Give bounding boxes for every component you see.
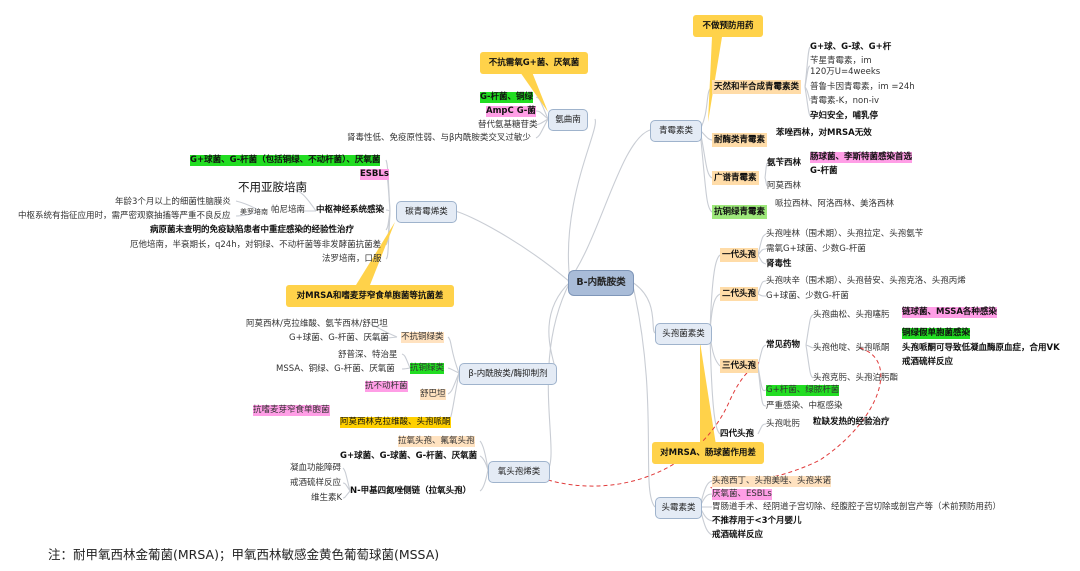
enterococcus-first: 肠球菌、李斯特菌感染首选 (810, 152, 913, 163)
penicillin-pseudo: 抗铜绿青霉素 (712, 205, 768, 219)
aztreonam-item-3: 替代氨基糖苷类 (478, 120, 538, 130)
carbapenem-cns: 中枢神经系统感染 (316, 205, 385, 215)
ceph-gen2-drugs: 头孢呋辛（围术期）、头孢替安、头孢克洛、头孢丙烯 (766, 276, 966, 286)
ceph-gen3-note-3: 头孢哌酮可导致低凝血酶原血症，合用VK (902, 343, 1060, 353)
carbapenem-no-imipenem: 不用亚胺培南 (238, 180, 307, 194)
callout-carbapenem: 对MRSA和嗜麦芽窄食单胞菌等抗菌差 (286, 285, 454, 307)
callout-no-prophylaxis: 不做预防用药 (693, 15, 763, 37)
oxacillin: 苯唑西林，对MRSA无效 (776, 128, 872, 138)
ceph-gen3-spectrum: G+杆菌、绿脓杆菌 (766, 385, 840, 396)
cephamycin-disulfiram: 戒酒硫样反应 (712, 530, 764, 540)
ceph-gen4-use: 粒缺发热的经验治疗 (813, 417, 890, 427)
branch-oxacephem: 氧头孢烯类 (488, 461, 550, 483)
carbapenem-spectrum: G+球菌、G-杆菌（包括铜绿、不动杆菌）、厌氧菌 (190, 155, 381, 166)
carbapenem-meropenem: 美罗培南 (240, 208, 268, 216)
carbapenem-empiric: 病原菌未查明的免疫缺陷患者中重症感染的经验性治疗 (150, 225, 355, 235)
ceph-gen4: 四代头孢 (720, 429, 755, 439)
carbapenem-esbl: ESBLs (360, 169, 389, 180)
carbapenem-panipenem: 帕尼培南 (271, 205, 306, 215)
aztreonam-item-4: 肾毒性低、免疫原性弱、与β内酰胺类交叉过敏少 (347, 133, 531, 143)
oxacephem-nmtt: N-甲基四氮唑侧链（拉氧头孢） (350, 486, 472, 496)
callout-aztreonam: 不抗需氧G+菌、厌氧菌 (480, 52, 588, 74)
pregnancy-safe: 孕妇安全，哺乳停 (810, 111, 879, 121)
inhibitor-anti-acineto: 抗不动杆菌 (365, 381, 408, 392)
aztreonam-item-2: AmpC G-菌 (486, 106, 536, 117)
ceph-gen1: 一代头孢 (720, 248, 759, 262)
inhibitor-steno: 抗嗜麦芽窄食单胞菌 (253, 405, 330, 416)
cephamycin-drugs: 头孢西丁、头孢美唑、头孢米诺 (712, 476, 832, 487)
branch-cephalosporin: 头孢菌素类 (655, 323, 712, 345)
ceph-gen3-note-4: 戒酒硫样反应 (902, 357, 954, 367)
piperacillin: 哌拉西林、阿洛西林、美洛西林 (775, 199, 895, 209)
ceph-gen1-spectrum: 需氧G+球菌、少数G-杆菌 (766, 244, 866, 254)
procaine: 普鲁卡因青霉素，im =24h (810, 82, 915, 92)
ceph-gen2: 二代头孢 (720, 287, 759, 301)
branch-penicillin: 青霉素类 (650, 120, 702, 142)
aztreonam-item-1: G-杆菌、铜绿 (480, 92, 534, 103)
ampicillin: 氨苄西林 (767, 158, 802, 168)
inhibitor-gmix: G+球菌、G-杆菌、厌氧菌 (289, 333, 389, 343)
inhibitor-taz: 舒普深、特治星 (338, 350, 398, 360)
carbapenem-cns-indication: 中枢系统有指征应用时，需严密观察抽搐等严重不良反应 (18, 211, 231, 221)
ceph-gen3-note-2: 铜绿假单胞菌感染 (902, 328, 971, 339)
oxacephem-disulfiram: 戒酒硫样反应 (290, 478, 342, 488)
oxacephem-vitk: 维生素K (311, 493, 343, 503)
carbapenem-faropenem: 法罗培南，口服 (322, 254, 382, 264)
broad-g-rod: G-杆菌 (810, 166, 838, 176)
inhibitor-mssa: MSSA、铜绿、G-杆菌、厌氧菌 (276, 364, 395, 374)
ceph-gen3-drug-2: 头孢他啶、头孢哌酮 (813, 343, 890, 353)
cephamycin-surgery: 胃肠道手术、经阴道子宫切除、经腹腔子宫切除或剖宫产等（术前预防用药） (712, 502, 1002, 512)
ceph-common: 常见药物 (766, 340, 801, 350)
branch-cephamycin: 头霉素类 (655, 497, 702, 519)
cephamycin-esbl: 厌氧菌、ESBLs (712, 489, 772, 500)
cephamycin-infant: 不推荐用于<3个月婴儿 (712, 516, 802, 526)
benzathine: 苄星青霉素，im (810, 56, 872, 66)
ceph-gen1-nephro: 肾毒性 (766, 259, 792, 269)
oxacephem-drugs: 拉氧头孢、氟氧头孢 (398, 436, 475, 447)
branch-aztreonam: 氨曲南 (548, 109, 588, 131)
ceph-gen3-drug-3: 头孢克肟、头孢泊肟酯 (813, 373, 899, 383)
penicillin-broad: 广谱青霉素 (712, 171, 759, 185)
branch-carbapenem: 碳青霉烯类 (396, 201, 457, 223)
center-node: Β-内酰胺类 (568, 270, 634, 296)
amoxicillin: 阿莫西林 (767, 181, 802, 191)
callout-cephalosporin: 对MRSA、肠球菌作用差 (652, 442, 764, 464)
benzathine-dose: 120万U=4weeks (810, 67, 881, 77)
carbapenem-ertapenem: 厄他培南，半衰期长，q24h，对铜绿、不动杆菌等非发酵菌抗菌差 (130, 240, 382, 250)
carbapenem-infant: 年龄3个月以上的细菌性脑膜炎 (115, 197, 231, 207)
branch-inhibitor: β-内酰胺类/酶抑制剂 (459, 363, 557, 385)
oxacephem-spectrum: G+球菌、G-球菌、G-杆菌、厌氧菌 (340, 451, 478, 461)
penicillin-natural: 天然和半合成青霉素类 (712, 80, 802, 94)
ceph-gen3-drug-1: 头孢曲松、头孢噻肟 (813, 310, 890, 320)
ceph-gen4-drug: 头孢吡肟 (766, 419, 801, 429)
ceph-gen1-drugs: 头孢唑林（围术期）、头孢拉定、头孢氨苄 (766, 229, 924, 239)
inhibitor-sulbactam: 舒巴坦 (420, 389, 446, 400)
inhibitor-ticar: 阿莫西林克拉维酸、头孢哌酮 (340, 417, 451, 428)
penicillin-k: 青霉素-K，non-iv (810, 96, 880, 106)
penicillin-spectrum: G+球、G-球、G+杆 (810, 42, 892, 52)
ceph-gen3: 三代头孢 (720, 359, 759, 373)
footnote: 注：耐甲氧西林金葡菌(MRSA)；甲氧西林敏感金黄色葡萄球菌(MSSA) (48, 547, 440, 562)
inhibitor-amox-clav: 阿莫西林/克拉维酸、氨苄西林/舒巴坦 (246, 319, 388, 329)
ceph-gen2-spectrum: G+球菌、少数G-杆菌 (766, 291, 849, 301)
penicillin-enzyme: 耐酶类青霉素 (712, 133, 768, 147)
inhibitor-anti-pseudo: 抗铜绿类 (410, 363, 445, 374)
oxacephem-coag: 凝血功能障碍 (290, 463, 342, 473)
ceph-gen3-use: 严重感染、中枢感染 (766, 401, 843, 411)
ceph-gen3-note-1: 链球菌、MSSA各种感染 (902, 307, 997, 318)
inhibitor-no-pseudo: 不抗铜绿类 (401, 332, 444, 343)
